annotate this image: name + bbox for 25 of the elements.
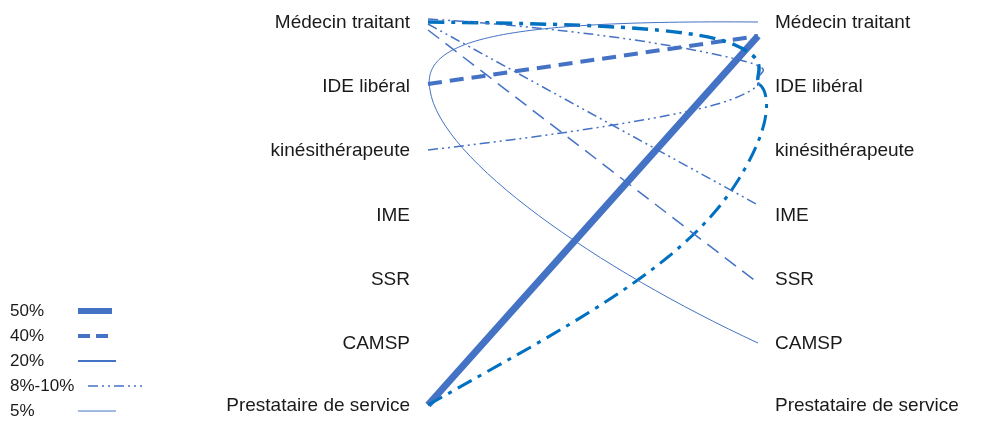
connector-line: [427, 23, 759, 206]
legend-label: 20%: [10, 349, 46, 372]
connector-line: [427, 81, 760, 151]
legend-label: 40%: [10, 324, 46, 347]
node-label: Médecin traitant: [274, 9, 410, 34]
legend-label: 8%-10%: [10, 374, 76, 397]
node-label: IME: [775, 202, 809, 227]
connector-line: [427, 34, 759, 86]
legend-label: 5%: [10, 399, 36, 422]
node-label: IDE libéral: [322, 73, 410, 98]
node-label: Médecin traitant: [775, 9, 911, 34]
node-label: SSR: [775, 266, 815, 291]
connector-line: [425, 33, 761, 408]
node-label: kinésithérapeute: [775, 137, 915, 162]
node-label: Prestataire de service: [775, 392, 959, 417]
node-label: SSR: [370, 266, 410, 291]
node-label: kinésithérapeute: [270, 137, 410, 162]
node-label: CAMSP: [775, 330, 843, 355]
node-label: IDE libéral: [775, 73, 863, 98]
node-label: CAMSP: [342, 330, 410, 355]
legend-label: 50%: [10, 299, 46, 322]
node-label: IME: [376, 202, 410, 227]
connector-line: [427, 84, 768, 407]
node-label: Prestataire de service: [226, 392, 410, 417]
connector-line: [428, 21, 759, 344]
